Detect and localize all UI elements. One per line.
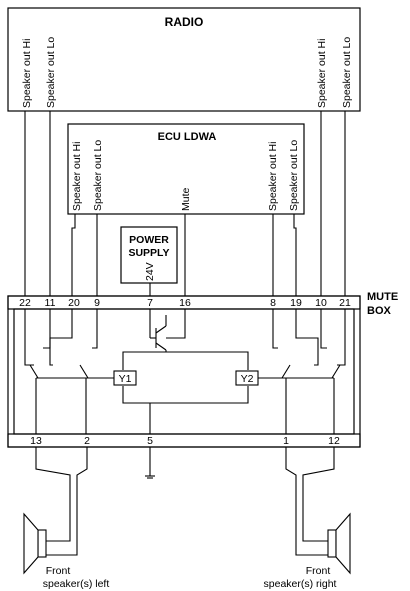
pin-2: 2 bbox=[84, 435, 90, 447]
speaker-right: Front speaker(s) right bbox=[264, 512, 351, 590]
ecu-left-speaker-lo-label: Speaker out Lo bbox=[92, 140, 104, 211]
relay-coil-y2 bbox=[235, 370, 259, 386]
ecu-box bbox=[67, 123, 305, 215]
pin-12: 12 bbox=[328, 435, 340, 447]
radio-right-speaker-lo-label: Speaker out Lo bbox=[341, 37, 353, 108]
radio-left-speaker-lo-label: Speaker out Lo bbox=[45, 37, 57, 108]
pin-22: 22 bbox=[19, 297, 31, 309]
output-wires bbox=[35, 447, 335, 556]
radio-unit: RADIO Speaker out Hi Speaker out Lo Spea… bbox=[7, 7, 361, 112]
ecu-right-speaker-hi-label: Speaker out Hi bbox=[267, 142, 279, 211]
pin-5: 5 bbox=[147, 435, 153, 447]
ecu-left-speaker-hi-label: Speaker out Hi bbox=[71, 142, 83, 211]
mute-box-label-line1: MUTE bbox=[367, 291, 398, 303]
ground-symbol bbox=[145, 447, 155, 479]
power-supply-unit: POWER SUPPLY 24V bbox=[120, 226, 178, 284]
speaker-left-icon bbox=[23, 512, 47, 575]
mute-box-unit: MUTE BOX 22 11 20 9 7 16 8 19 10 21 13 2… bbox=[7, 291, 398, 448]
speaker-left-line2: speaker(s) left bbox=[43, 578, 110, 590]
speaker-left-line1: Front bbox=[46, 565, 71, 577]
relay-y2-label: Y2 bbox=[241, 373, 254, 385]
mute-box-outer bbox=[7, 295, 361, 448]
mute-box-internal-wiring bbox=[24, 309, 346, 434]
input-wires bbox=[24, 111, 346, 296]
pin-11: 11 bbox=[45, 297, 56, 309]
radio-title: RADIO bbox=[165, 15, 204, 29]
power-supply-line2: SUPPLY bbox=[128, 247, 169, 259]
mute-box-label-line2: BOX bbox=[367, 305, 392, 317]
radio-right-speaker-hi-label: Speaker out Hi bbox=[316, 39, 328, 108]
speaker-right-line2: speaker(s) right bbox=[264, 578, 337, 590]
pin-9: 9 bbox=[94, 297, 100, 309]
pin-16: 16 bbox=[179, 297, 191, 309]
power-supply-voltage: 24V bbox=[144, 262, 156, 281]
radio-box bbox=[7, 7, 361, 112]
power-supply-box bbox=[120, 226, 178, 284]
speaker-right-icon bbox=[327, 512, 351, 575]
power-supply-line1: POWER bbox=[129, 234, 169, 246]
relay-y1-label: Y1 bbox=[119, 373, 132, 385]
ecu-right-speaker-lo-label: Speaker out Lo bbox=[288, 140, 300, 211]
pin-21: 21 bbox=[339, 297, 351, 309]
pin-13: 13 bbox=[30, 435, 42, 447]
pin-10: 10 bbox=[315, 297, 327, 309]
mute-box-inner bbox=[13, 308, 355, 435]
relay-coil-y1 bbox=[113, 370, 137, 386]
pin-20: 20 bbox=[68, 297, 80, 309]
mute-box-bottom-pin-strip bbox=[7, 433, 361, 448]
ecu-title: ECU LDWA bbox=[158, 131, 217, 143]
pin-19: 19 bbox=[290, 297, 302, 309]
radio-left-speaker-hi-label: Speaker out Hi bbox=[21, 39, 33, 108]
pin-8: 8 bbox=[270, 297, 276, 309]
pin-7: 7 bbox=[147, 297, 153, 309]
speaker-right-line1: Front bbox=[306, 565, 331, 577]
ecu-ldwa-unit: ECU LDWA Speaker out Hi Speaker out Lo M… bbox=[67, 123, 305, 215]
speaker-left: Front speaker(s) left bbox=[23, 512, 110, 590]
ecu-mute-label: Mute bbox=[180, 187, 192, 211]
pin-1: 1 bbox=[283, 435, 289, 447]
